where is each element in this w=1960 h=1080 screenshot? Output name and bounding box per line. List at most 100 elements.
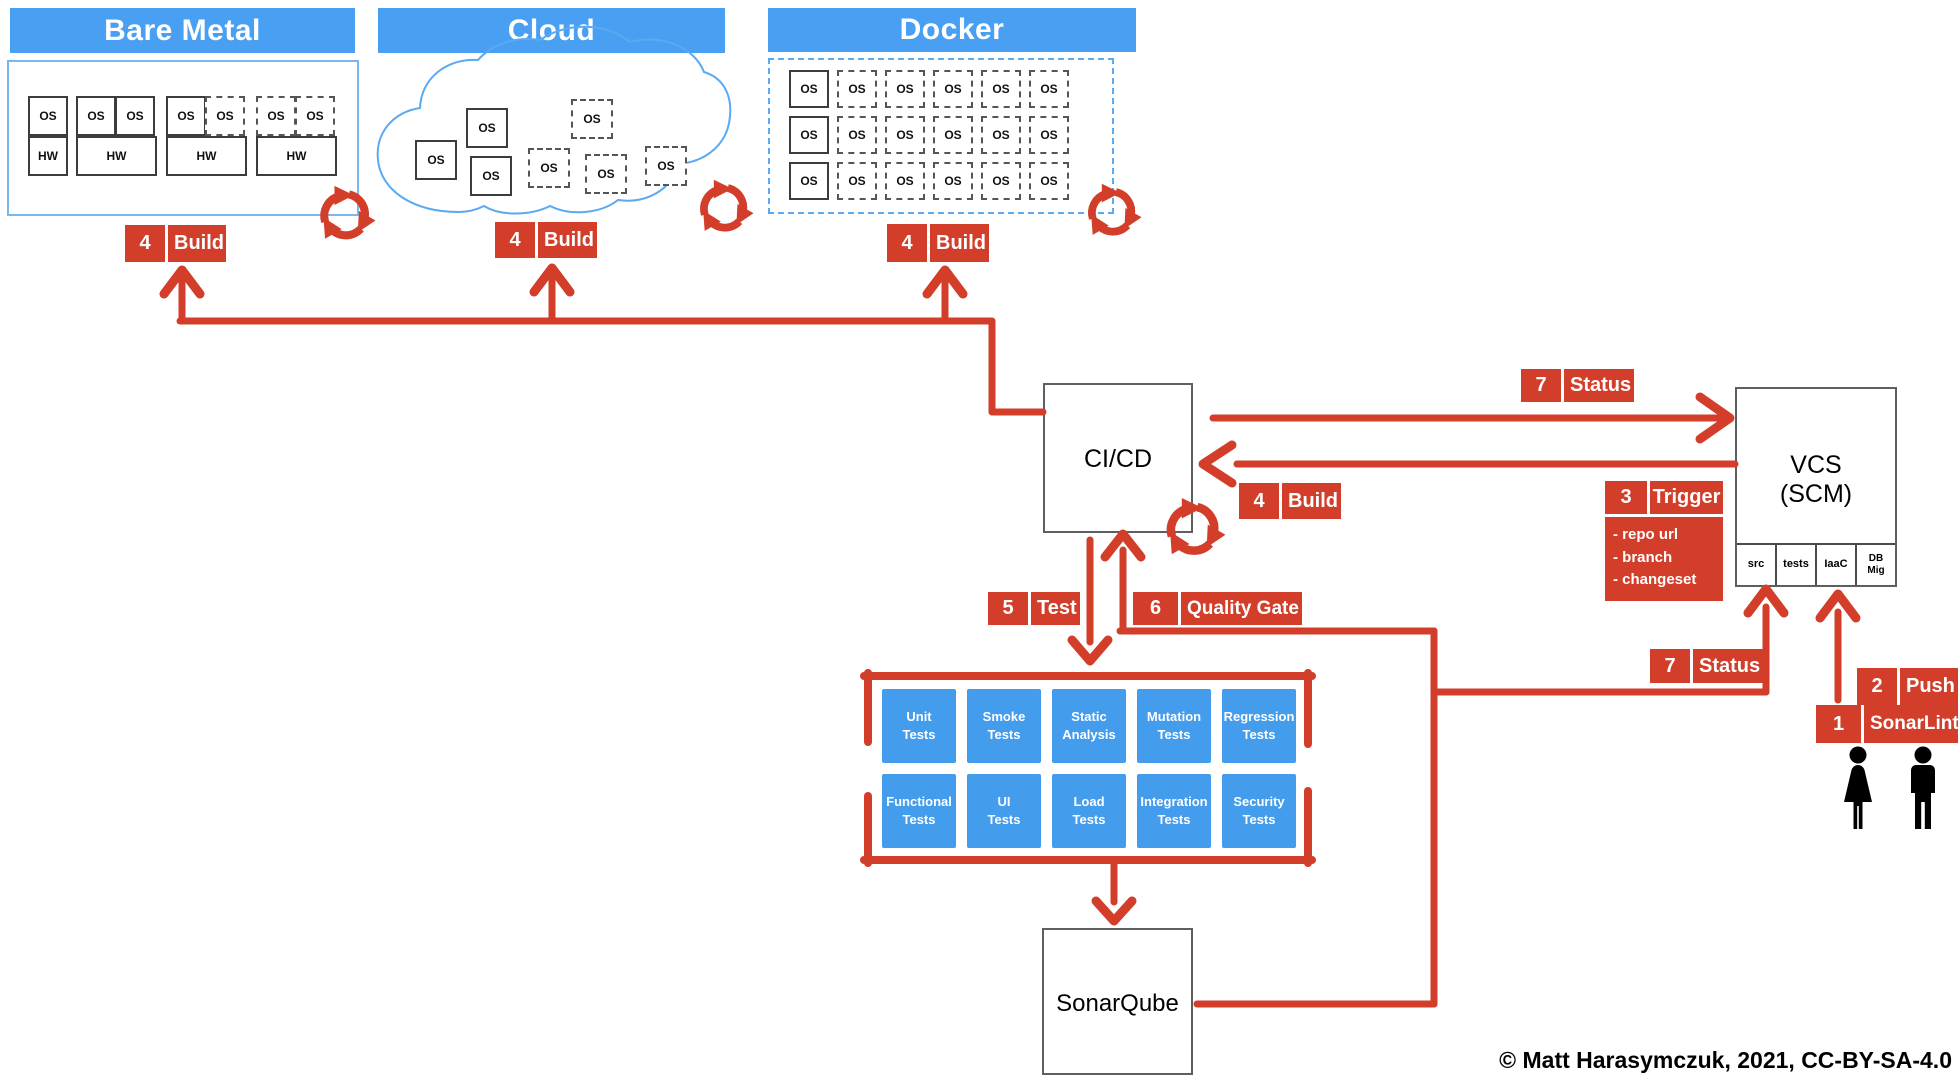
step-number: 4 bbox=[887, 224, 930, 262]
os-box-planned: OS bbox=[837, 162, 877, 200]
step-number: 4 bbox=[125, 225, 168, 262]
os-box-planned: OS bbox=[981, 162, 1021, 200]
step-text: Build bbox=[544, 228, 594, 251]
quality-gate-label: 6 Quality Gate bbox=[1133, 592, 1302, 625]
bare-metal-header: Bare Metal bbox=[10, 8, 355, 53]
test-label: 5 Test bbox=[988, 592, 1080, 625]
man-icon bbox=[1911, 746, 1935, 829]
os-box: OS bbox=[166, 96, 206, 136]
os-box-planned: OS bbox=[1029, 70, 1069, 108]
step-text: Quality Gate bbox=[1187, 597, 1299, 619]
step-text: Status bbox=[1699, 654, 1761, 677]
os-box: OS bbox=[789, 70, 829, 108]
vcs-node: VCS (SCM) src tests IaaC DB Mig bbox=[1735, 387, 1897, 587]
docker-header: Docker bbox=[768, 8, 1136, 52]
tests-to-sonarqube-arrow bbox=[1091, 858, 1137, 926]
recycle-icon-cloud bbox=[695, 180, 758, 240]
step-text: Build bbox=[174, 232, 224, 254]
os-box: OS bbox=[466, 108, 508, 148]
step-number: 7 bbox=[1650, 649, 1693, 683]
step-text: Push bbox=[1906, 675, 1955, 697]
push-label: 2 Push bbox=[1857, 668, 1958, 705]
os-box: OS bbox=[76, 96, 116, 136]
step-text: Trigger bbox=[1652, 486, 1721, 508]
cicd-label: CI/CD bbox=[1083, 445, 1153, 473]
os-box: OS bbox=[789, 162, 829, 200]
sonarqube-node: SonarQube bbox=[1042, 928, 1193, 1075]
os-box: OS bbox=[789, 116, 829, 154]
copyright-text: © Matt Harasymczuk, 2021, CC-BY-SA-4.0 bbox=[1499, 1047, 1952, 1073]
push-arrow bbox=[1815, 589, 1861, 704]
trigger-detail-changeset: - changeset bbox=[1613, 571, 1697, 588]
os-box-planned: OS bbox=[885, 116, 925, 154]
os-box-planned: OS bbox=[933, 116, 973, 154]
os-box: OS bbox=[415, 140, 457, 180]
os-box-planned: OS bbox=[528, 148, 570, 188]
os-box-planned: OS bbox=[885, 162, 925, 200]
os-box-planned: OS bbox=[933, 70, 973, 108]
docker-title: Docker bbox=[899, 13, 1005, 46]
os-box-planned: OS bbox=[205, 96, 245, 136]
trigger-detail-repo-url: - repo url bbox=[1613, 526, 1679, 543]
os-box: OS bbox=[470, 156, 512, 196]
vcs-cell-iaac: IaaC bbox=[1817, 545, 1857, 585]
os-box-planned: OS bbox=[571, 99, 613, 139]
sonarlint-label: 1 SonarLint bbox=[1816, 705, 1959, 743]
hw-box: HW bbox=[256, 136, 337, 176]
step-number: 4 bbox=[495, 222, 538, 258]
woman-icon bbox=[1844, 746, 1872, 829]
step-text: SonarLint bbox=[1870, 713, 1959, 734]
trigger-label-head: 3 Trigger bbox=[1605, 481, 1723, 517]
step-number: 1 bbox=[1816, 705, 1864, 743]
os-box-planned: OS bbox=[981, 70, 1021, 108]
step-text: Build bbox=[1288, 489, 1338, 512]
step-number: 6 bbox=[1133, 592, 1181, 625]
step-text: Status bbox=[1570, 374, 1632, 396]
trigger-details: - repo url - branch - changeset bbox=[1605, 517, 1723, 601]
status-label-top: 7 Status bbox=[1521, 369, 1634, 402]
os-box-planned: OS bbox=[295, 96, 335, 136]
os-box-planned: OS bbox=[981, 116, 1021, 154]
step-number: 5 bbox=[988, 592, 1031, 625]
bare-metal-container: OS HW OS OS HW OS OS HW OS OS HW bbox=[7, 60, 359, 216]
sonarqube-label: SonarQube bbox=[1056, 990, 1179, 1017]
step-text: Test bbox=[1037, 597, 1077, 619]
hw-box: HW bbox=[76, 136, 157, 176]
step-number: 4 bbox=[1239, 483, 1282, 519]
os-box-planned: OS bbox=[837, 70, 877, 108]
cloud-header: Cloud bbox=[378, 8, 725, 53]
step-text: Build bbox=[936, 231, 986, 254]
os-box: OS bbox=[115, 96, 155, 136]
step-number: 2 bbox=[1857, 668, 1900, 705]
os-box-planned: OS bbox=[645, 146, 687, 186]
trigger-detail-branch: - branch bbox=[1613, 548, 1673, 566]
hw-box: HW bbox=[28, 136, 68, 176]
os-box: OS bbox=[28, 96, 68, 136]
vcs-cell-src: src bbox=[1737, 545, 1777, 585]
build-label-cloud: 4 Build bbox=[495, 222, 597, 258]
cicd-vcs-arrows bbox=[1198, 392, 1739, 488]
bare-metal-title: Bare Metal bbox=[104, 13, 261, 47]
cicd-node: CI/CD bbox=[1043, 383, 1193, 533]
docker-container: OS OS OS OS OS OS OS OS OS OS OS OS OS O… bbox=[768, 58, 1114, 214]
os-box-planned: OS bbox=[837, 116, 877, 154]
os-box-planned: OS bbox=[1029, 116, 1069, 154]
step-number: 7 bbox=[1521, 369, 1564, 402]
hw-box: HW bbox=[166, 136, 247, 176]
os-box-planned: OS bbox=[256, 96, 296, 136]
step-number: 3 bbox=[1605, 481, 1650, 514]
os-box-planned: OS bbox=[1029, 162, 1069, 200]
vcs-cell-db-mig: DB Mig bbox=[1867, 553, 1885, 576]
build-label-docker: 4 Build bbox=[887, 224, 989, 262]
build-label-bare-metal: 4 Build bbox=[125, 225, 226, 262]
build-flow-lines bbox=[159, 263, 1047, 416]
